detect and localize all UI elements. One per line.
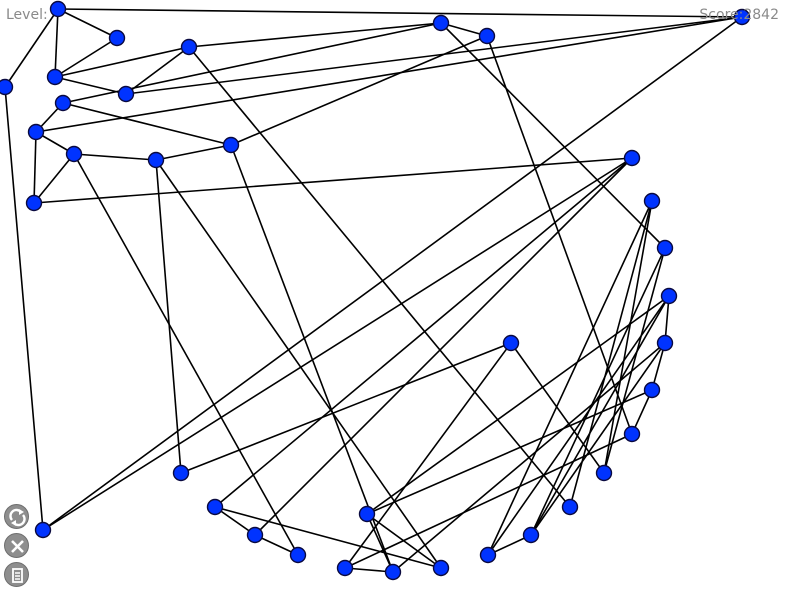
graph-edge: [180, 342, 512, 474]
graph-node[interactable]: [180, 38, 198, 56]
graph-edge: [603, 200, 653, 474]
edge-layer: [4, 8, 743, 573]
graph-edge: [73, 153, 157, 161]
score-display: Score:2842: [699, 7, 779, 23]
graph-node[interactable]: [358, 505, 376, 523]
graph-edge: [530, 295, 670, 536]
graph-edge: [254, 157, 633, 536]
graph-node[interactable]: [384, 563, 402, 581]
menu-button[interactable]: [4, 562, 29, 587]
reset-button[interactable]: [4, 504, 29, 529]
graph-edge: [54, 76, 127, 95]
graph-edge: [125, 16, 743, 95]
graph-node[interactable]: [108, 29, 126, 47]
graph-node[interactable]: [206, 498, 224, 516]
graph-edge: [530, 342, 666, 536]
graph-node[interactable]: [522, 526, 540, 544]
graph-node[interactable]: [46, 68, 64, 86]
menu-icon: [12, 568, 23, 583]
graph-edge: [42, 157, 633, 531]
score-label: Score:: [699, 7, 744, 23]
graph-node[interactable]: [147, 151, 165, 169]
graph-edge: [33, 153, 75, 204]
graph-edge: [188, 22, 442, 48]
graph-edge: [569, 200, 653, 508]
graph-edge: [366, 389, 653, 515]
graph-node[interactable]: [54, 94, 72, 112]
graph-edge: [214, 506, 442, 569]
graph-edge: [33, 131, 37, 204]
graph-edge: [230, 144, 394, 573]
graph-edge: [155, 144, 232, 161]
graph-node[interactable]: [623, 149, 641, 167]
graph-edge: [73, 153, 299, 556]
graph-node[interactable]: [432, 14, 450, 32]
graph-edge: [440, 22, 666, 249]
graph-edge: [54, 8, 59, 78]
graph-edge: [57, 8, 118, 39]
graph-edge: [487, 295, 670, 556]
graph-node[interactable]: [643, 381, 661, 399]
graph-node[interactable]: [733, 8, 751, 26]
graph-node[interactable]: [623, 425, 641, 443]
graph-edge: [35, 16, 743, 133]
graph-edge: [33, 157, 633, 204]
graph-edge: [42, 16, 743, 531]
graph-node[interactable]: [34, 521, 52, 539]
node-layer[interactable]: [0, 0, 751, 581]
level-display: Level:: [6, 7, 48, 23]
graph-node[interactable]: [561, 498, 579, 516]
graph-node[interactable]: [479, 546, 497, 564]
graph-edge: [4, 8, 59, 88]
graph-edge: [155, 159, 182, 474]
graph-edge: [4, 86, 44, 531]
graph-node[interactable]: [65, 145, 83, 163]
graph-node[interactable]: [0, 78, 14, 96]
graph-node[interactable]: [432, 559, 450, 577]
graph-node[interactable]: [478, 27, 496, 45]
graph-node[interactable]: [172, 464, 190, 482]
graph-edge: [230, 35, 488, 146]
graph-node[interactable]: [222, 136, 240, 154]
graph-node[interactable]: [336, 559, 354, 577]
graph-node[interactable]: [656, 334, 674, 352]
graph-node[interactable]: [643, 192, 661, 210]
graph-edge: [530, 247, 666, 536]
graph-edge: [62, 102, 232, 146]
graph-edge: [366, 513, 394, 573]
close-button[interactable]: [4, 533, 29, 558]
graph-edge: [54, 46, 190, 78]
graph-edge: [344, 342, 512, 569]
graph-node[interactable]: [49, 0, 67, 18]
score-value: 2842: [743, 7, 779, 23]
graph-edge: [603, 247, 666, 474]
graph-edge: [155, 159, 442, 569]
graph-node[interactable]: [27, 123, 45, 141]
graph-node[interactable]: [595, 464, 613, 482]
graph-node[interactable]: [502, 334, 520, 352]
graph-edge: [487, 200, 653, 556]
graph-edge: [214, 157, 633, 508]
graph-node[interactable]: [656, 239, 674, 257]
graph-edge: [366, 295, 670, 515]
level-label: Level:: [6, 7, 48, 23]
graph-edge: [57, 8, 743, 18]
graph-node[interactable]: [246, 526, 264, 544]
close-icon: [11, 540, 24, 553]
graph-edge: [54, 37, 118, 78]
graph-edge: [125, 46, 190, 95]
graph-edge: [188, 46, 571, 508]
graph-node[interactable]: [25, 194, 43, 212]
graph-node[interactable]: [660, 287, 678, 305]
graph-node[interactable]: [289, 546, 307, 564]
reset-icon: [9, 508, 26, 527]
graph-node[interactable]: [117, 85, 135, 103]
